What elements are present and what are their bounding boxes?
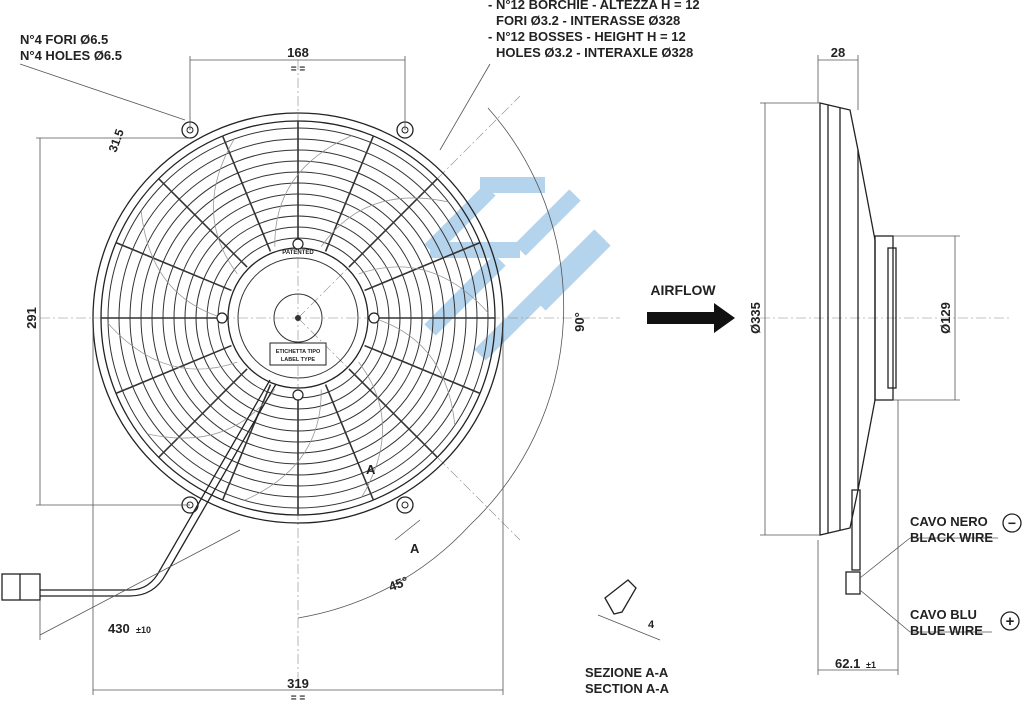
holes-note-en: N°4 HOLES Ø6.5 xyxy=(20,48,122,63)
holes-note-it: N°4 FORI Ø6.5 xyxy=(20,32,108,47)
fan-blade xyxy=(140,210,224,319)
grille-spoke xyxy=(348,178,438,268)
fan-blade xyxy=(358,361,383,498)
grille-spoke xyxy=(364,344,481,395)
bosses-note-en-1: - N°12 BOSSES - HEIGHT H = 12 xyxy=(488,29,686,44)
label-type-en: LABEL TYPE xyxy=(281,357,315,363)
fan-blade xyxy=(274,135,352,247)
dim-62-1: 62.1 xyxy=(835,656,860,671)
labels: N°4 FORI Ø6.5 N°4 HOLES Ø6.5 - N°12 BORC… xyxy=(20,0,1022,704)
bosses-note-en-2: HOLES Ø3.2 - INTERAXLE Ø328 xyxy=(496,45,693,60)
dim-dia-129: Ø129 xyxy=(938,302,953,334)
hub-screw-icon xyxy=(368,312,380,324)
section-a-a-detail xyxy=(597,579,661,641)
dim-31-5: 31.5 xyxy=(106,127,127,154)
hub-screw-icon xyxy=(292,238,304,250)
dim-430-tolerance: ±10 xyxy=(136,625,151,635)
dim-section-4: 4 xyxy=(648,619,655,631)
patented-label: PATENTED xyxy=(282,250,314,256)
fan-blade xyxy=(244,389,322,501)
fan-side-view xyxy=(760,55,998,675)
dim-62-1-tolerance: ±1 xyxy=(866,660,876,670)
mounting-hole-center xyxy=(401,501,409,509)
fan-blade xyxy=(213,138,238,275)
fan-blade xyxy=(107,323,238,370)
section-marker-a-2: A xyxy=(366,462,376,477)
dim-angle-90: 90° xyxy=(572,312,587,332)
black-wire-it: CAVO NERO xyxy=(910,514,988,529)
dim-dia-335: Ø335 xyxy=(748,302,763,334)
grille-spoke xyxy=(324,135,375,252)
black-wire-en: BLACK WIRE xyxy=(910,530,993,545)
blue-wire-it: CAVO BLU xyxy=(910,607,977,622)
plus-sign: + xyxy=(1006,613,1015,630)
hub-screw-icon xyxy=(216,312,228,324)
fan-front-view xyxy=(92,112,504,524)
motor-shaft xyxy=(295,315,301,321)
blue-wire-en: BLUE WIRE xyxy=(910,623,983,638)
airflow-arrow-icon xyxy=(647,303,735,333)
grille-spoke xyxy=(348,368,438,458)
dim-430: 430 xyxy=(108,621,130,636)
equal-mark-319: = = xyxy=(291,693,306,704)
motor-cap xyxy=(273,293,323,343)
hub-screw-icon xyxy=(292,389,304,401)
dimension-lines xyxy=(19,56,565,695)
motor-hub-inner xyxy=(237,257,359,379)
equal-mark: = = xyxy=(291,64,306,75)
label-type-box xyxy=(269,342,327,366)
grille-spoke xyxy=(324,384,375,501)
fan-blade xyxy=(358,266,489,313)
grille-spoke xyxy=(115,241,232,292)
section-label-it: SEZIONE A-A xyxy=(585,665,669,680)
grille-spoke xyxy=(158,178,248,268)
dim-28: 28 xyxy=(831,45,845,60)
fan-blade xyxy=(147,389,276,439)
grille-spoke xyxy=(221,384,272,501)
plus-icon xyxy=(1000,611,1020,631)
mounting-hole-icon xyxy=(396,496,414,514)
grille-spoke xyxy=(158,368,248,458)
fan-blade xyxy=(320,197,449,247)
airflow-label: AIRFLOW xyxy=(650,282,716,298)
grille-spoke xyxy=(221,135,272,252)
section-label-en: SECTION A-A xyxy=(585,681,670,696)
center-lines xyxy=(40,60,1010,690)
section-marker-a: A xyxy=(410,541,420,556)
fan-shroud xyxy=(92,112,504,524)
minus-sign: − xyxy=(1008,515,1016,531)
bosses-note-it-1: - N°12 BORCHIE - ALTEZZA H = 12 xyxy=(488,0,700,12)
dim-291: 291 xyxy=(24,307,39,329)
grille-spoke xyxy=(115,344,232,395)
grille-spoke xyxy=(364,241,481,292)
dim-angle-45: 45° xyxy=(387,573,411,594)
cable-and-connector xyxy=(1,379,277,601)
label-type-it: ETICHETTA TIPO xyxy=(276,349,321,355)
dim-168: 168 xyxy=(287,45,309,60)
fan-blade xyxy=(372,317,456,426)
minus-icon xyxy=(1002,513,1022,533)
dim-319: 319 xyxy=(287,676,309,691)
bosses-note-it-2: FORI Ø3.2 - INTERASSE Ø328 xyxy=(496,13,680,28)
